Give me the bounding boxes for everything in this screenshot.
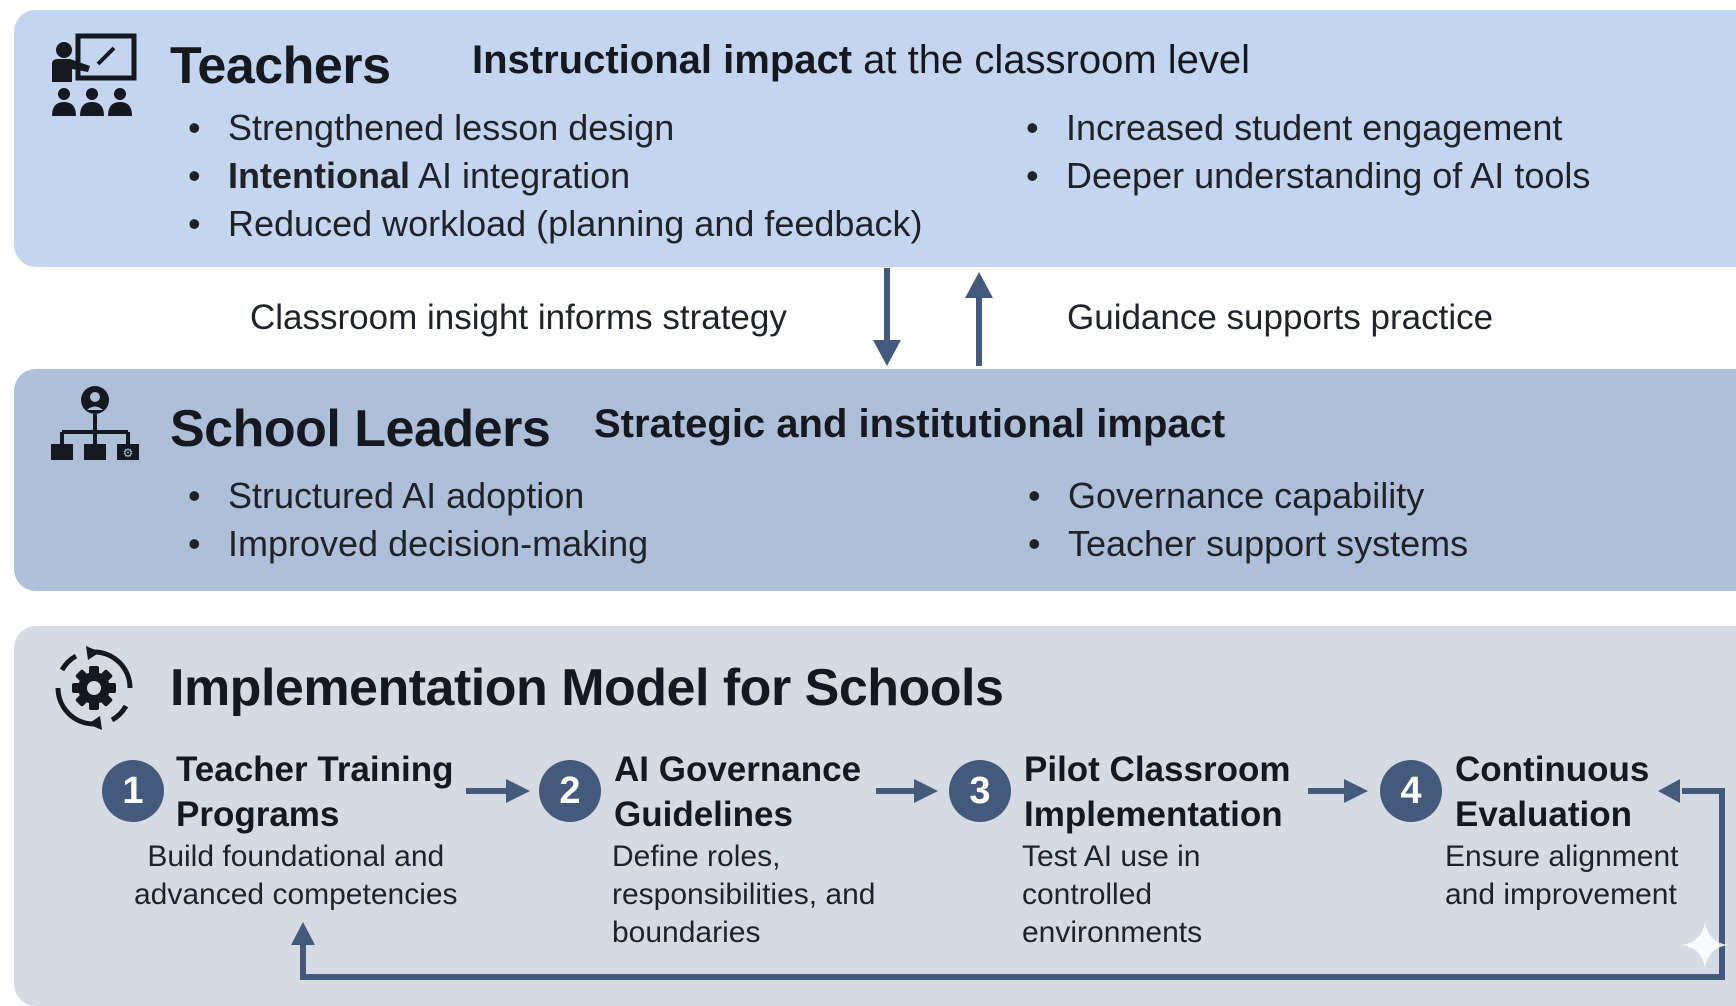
step-2-title: AI Governance Guidelines <box>614 750 862 834</box>
bullet-item: Increased student engagement <box>1026 104 1590 152</box>
bullet-item: Intentional AI integration <box>188 152 922 200</box>
classroom-insight-caption: Classroom insight informs strategy <box>250 298 787 337</box>
bullet-item: Strengthened lesson design <box>188 104 922 152</box>
school-leaders-subtitle: Strategic and institutional impact <box>594 402 1226 446</box>
bullet-item: Teacher support systems <box>1028 520 1468 568</box>
teachers-title: Teachers <box>170 37 391 95</box>
cycle-gear-icon <box>52 646 136 735</box>
step-1-title: Teacher Training Programs <box>176 750 454 834</box>
arrow-right-icon <box>466 779 530 803</box>
step-3-title: Pilot Classroom Implementation <box>1024 750 1291 834</box>
down-arrow-icon <box>873 268 901 366</box>
bullet-item: Deeper understanding of AI tools <box>1026 152 1590 200</box>
sparkle-icon <box>1680 920 1730 975</box>
teachers-subtitle: Instructional impact at the classroom le… <box>472 38 1250 83</box>
step-3-description: Test AI use in controlled environments <box>1022 840 1203 949</box>
arrow-right-icon <box>1308 779 1368 803</box>
step-2-description: Define roles, responsibilities, and boun… <box>612 840 876 949</box>
bullet-item: Governance capability <box>1028 472 1468 520</box>
step-4-description: Ensure alignment and improvement <box>1445 840 1679 911</box>
step-4-title: Continuous Evaluation <box>1455 750 1650 834</box>
arrow-right-icon <box>876 779 938 803</box>
teacher-classroom-icon <box>50 32 140 125</box>
step-1-number: 1 <box>102 760 164 822</box>
guidance-caption: Guidance supports practice <box>1067 298 1494 337</box>
leaders-right-bullets: Governance capability Teacher support sy… <box>1028 472 1468 568</box>
teachers-subtitle-bold: Instructional impact <box>472 38 853 82</box>
svg-text:⚙: ⚙ <box>123 446 134 460</box>
step-3-number: 3 <box>949 760 1011 822</box>
teachers-subtitle-rest: at the classroom level <box>852 38 1251 82</box>
school-leaders-title: School Leaders <box>170 400 551 458</box>
step-2-number: 2 <box>539 760 601 822</box>
teachers-left-bullets: Strengthened lesson design Intentional A… <box>188 104 922 248</box>
implementation-title: Implementation Model for Schools <box>170 659 1004 717</box>
leaders-left-bullets: Structured AI adoption Improved decision… <box>188 472 648 568</box>
bullet-item: Improved decision-making <box>188 520 648 568</box>
step-4-number: 4 <box>1380 760 1442 822</box>
up-arrow-icon <box>965 272 993 366</box>
teachers-right-bullets: Increased student engagement Deeper unde… <box>1026 104 1590 200</box>
step-1-description: Build foundational and advanced competen… <box>134 840 458 911</box>
org-chart-icon: ⚙ <box>50 384 140 475</box>
feedback-loop-arrow-icon <box>291 779 1725 980</box>
bullet-item: Reduced workload (planning and feedback) <box>188 200 922 248</box>
bullet-item: Structured AI adoption <box>188 472 648 520</box>
